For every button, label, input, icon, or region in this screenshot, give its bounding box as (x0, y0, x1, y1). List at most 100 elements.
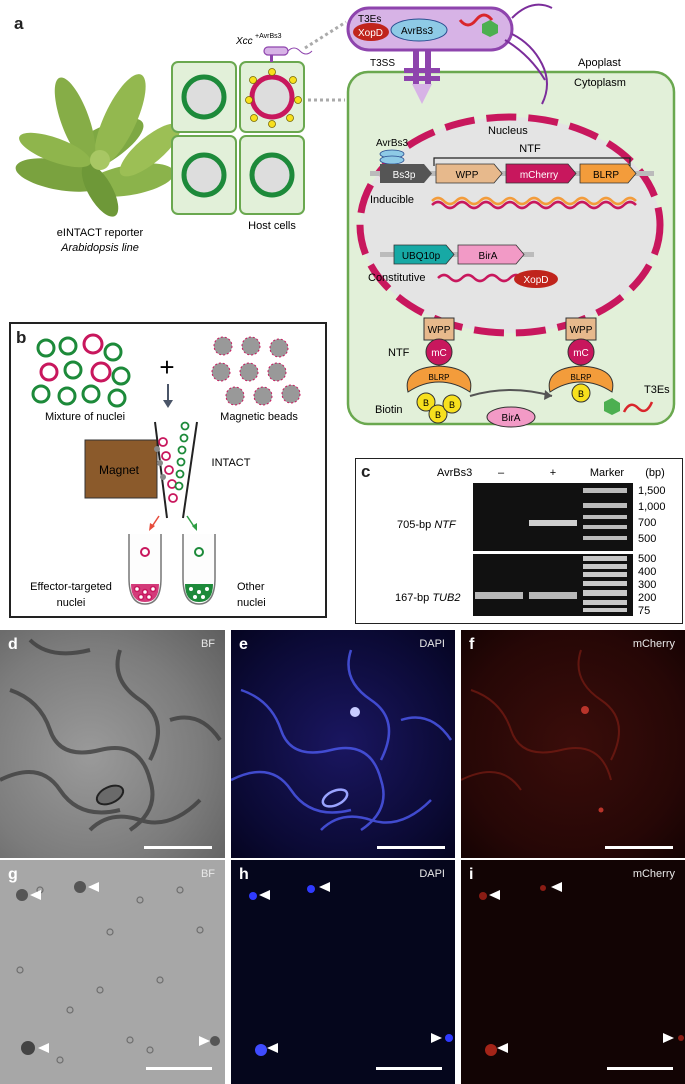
avrbs3-label-top: AvrBs3 (401, 26, 433, 37)
gel-bp-label: (bp) (645, 467, 665, 479)
t3ss-icon (404, 50, 440, 104)
gel-minus-label: – (498, 467, 505, 479)
ladder-bottom-400: 400 (638, 566, 656, 578)
h-scale-bar (376, 1067, 442, 1070)
i-arrowhead-2 (551, 882, 562, 892)
g-scale-bar (146, 1067, 212, 1070)
panel-label-c: c (361, 462, 371, 481)
intact-label: INTACT (212, 457, 251, 469)
reporter-line-2: Arabidopsis line (60, 242, 139, 254)
inducible-mrna-b (431, 200, 637, 210)
ubq10p-promoter (393, 244, 455, 265)
host-cells-label: Host cells (248, 220, 296, 232)
panel-label-a: a (14, 14, 24, 33)
xopd-label-top: XopD (358, 28, 383, 39)
e-channel-label: DAPI (419, 638, 445, 650)
avrbs3-nucleus-label: AvrBs3 (376, 138, 408, 149)
h-arrowhead-3 (267, 1043, 278, 1053)
flowthrough-nuclei (174, 421, 190, 491)
h-channel-label: DAPI (419, 868, 445, 880)
ladder-bottom-300: 300 (638, 579, 656, 591)
mcherry-gene (505, 163, 577, 184)
wpp-gene (435, 163, 503, 184)
gel-bottom-marker-ladder (583, 556, 627, 612)
blrp-gene (579, 163, 637, 184)
constitutive-dna (380, 252, 534, 257)
gel-marker-label: Marker (590, 467, 625, 479)
g-arrowhead-1 (30, 890, 41, 900)
bf-nuclei-beads (16, 881, 220, 1064)
micrograph-g-bf: g BF (0, 860, 225, 1084)
nucleus-label: Nucleus (488, 125, 528, 137)
zoom-connector-top (304, 20, 347, 50)
ntf-protein-right (548, 317, 614, 403)
i-arrowhead-1 (489, 890, 500, 900)
bs3p-promoter (380, 164, 432, 183)
g-arrowhead-4 (199, 1036, 210, 1046)
ladder-top-700: 700 (638, 517, 656, 529)
ntf-band-label: 705-bp NTF (397, 519, 457, 531)
blrp-gene-label: BLRP (593, 170, 619, 181)
ladder-top-1000: 1,000 (638, 501, 666, 513)
micrograph-i-mcherry: i mCherry (461, 860, 685, 1084)
tube-right-pellet (185, 584, 213, 602)
apoplast-label: Apoplast (578, 57, 621, 69)
wpp-protein-right-label: WPP (570, 325, 593, 336)
dapi-nuclei (249, 885, 453, 1056)
panel-label-i: i (469, 866, 474, 883)
biotin-b2: B (435, 410, 441, 420)
g-arrowhead-3 (38, 1043, 49, 1053)
cytoplasm-label: Cytoplasm (574, 77, 626, 89)
panel-b-frame (9, 322, 327, 618)
biotin-b3: B (449, 400, 455, 410)
inducible-mrna-a (431, 196, 637, 206)
nucleus-envelope (356, 113, 664, 337)
captured-nuclei (158, 437, 178, 503)
red-arrow-icon (149, 523, 155, 531)
i-scale-bar (607, 1067, 673, 1070)
effector-label-1: Effector-targeted (30, 581, 112, 593)
constitutive-label: Constitutive (368, 272, 425, 284)
panel-label-h: h (239, 866, 249, 883)
h-arrowhead-1 (259, 890, 270, 900)
biotin-label: Biotin (375, 404, 403, 416)
panel-label-g: g (8, 866, 18, 883)
bira-enzyme-label: BirA (502, 413, 521, 424)
ntf-label-top: NTF (519, 143, 541, 155)
plus-sign: + (159, 352, 174, 382)
f-channel-label: mCherry (632, 638, 675, 650)
reporter-line-1: eINTACT reporter (57, 227, 144, 239)
f-scale-bar (605, 846, 673, 849)
beads-label: Magnetic beads (220, 411, 298, 423)
other-label-2: nuclei (237, 597, 266, 609)
effector-label-2: nuclei (57, 597, 86, 609)
green-arrow-icon (192, 523, 197, 531)
bira-gene-label: BirA (479, 251, 498, 262)
dapi-cell-outlines (231, 649, 453, 832)
g-channel-label: BF (200, 868, 215, 880)
mixture-label: Mixture of nuclei (45, 411, 125, 423)
panel-c-gel: AvrBs3 – + Marker (bp) 705-bp NTF 167-bp… (395, 467, 666, 617)
ntf-brace (433, 157, 631, 166)
gel-bottom-band-minus (475, 592, 523, 599)
arabidopsis-plant-icon (15, 74, 181, 217)
biotin-attached-label: B (578, 389, 584, 399)
ladder-bottom-75: 75 (638, 605, 650, 617)
blrp-protein-right-label: BLRP (571, 373, 592, 382)
xopd-nucleus-icon (514, 270, 558, 288)
t3e-hexagon-icon (604, 398, 620, 415)
magnet-block (84, 439, 158, 499)
ladder-bottom-500: 500 (638, 553, 656, 565)
mc-protein-right-label: mC (573, 348, 589, 359)
xcc-small-bacterium-icon (263, 46, 313, 62)
panel-c-frame (355, 458, 683, 624)
e-scale-bar (377, 846, 445, 849)
bira-enzyme-icon (486, 406, 536, 428)
inducible-label: Inducible (370, 194, 414, 206)
gel-bottom-band-plus (529, 592, 577, 599)
xcc-label: Xcc (235, 36, 253, 47)
gel-top-marker-ladder (583, 488, 627, 540)
panel-label-f: f (469, 636, 475, 653)
biotinylation-arrowhead (544, 390, 552, 400)
biotin-molecules-icon (416, 392, 462, 424)
